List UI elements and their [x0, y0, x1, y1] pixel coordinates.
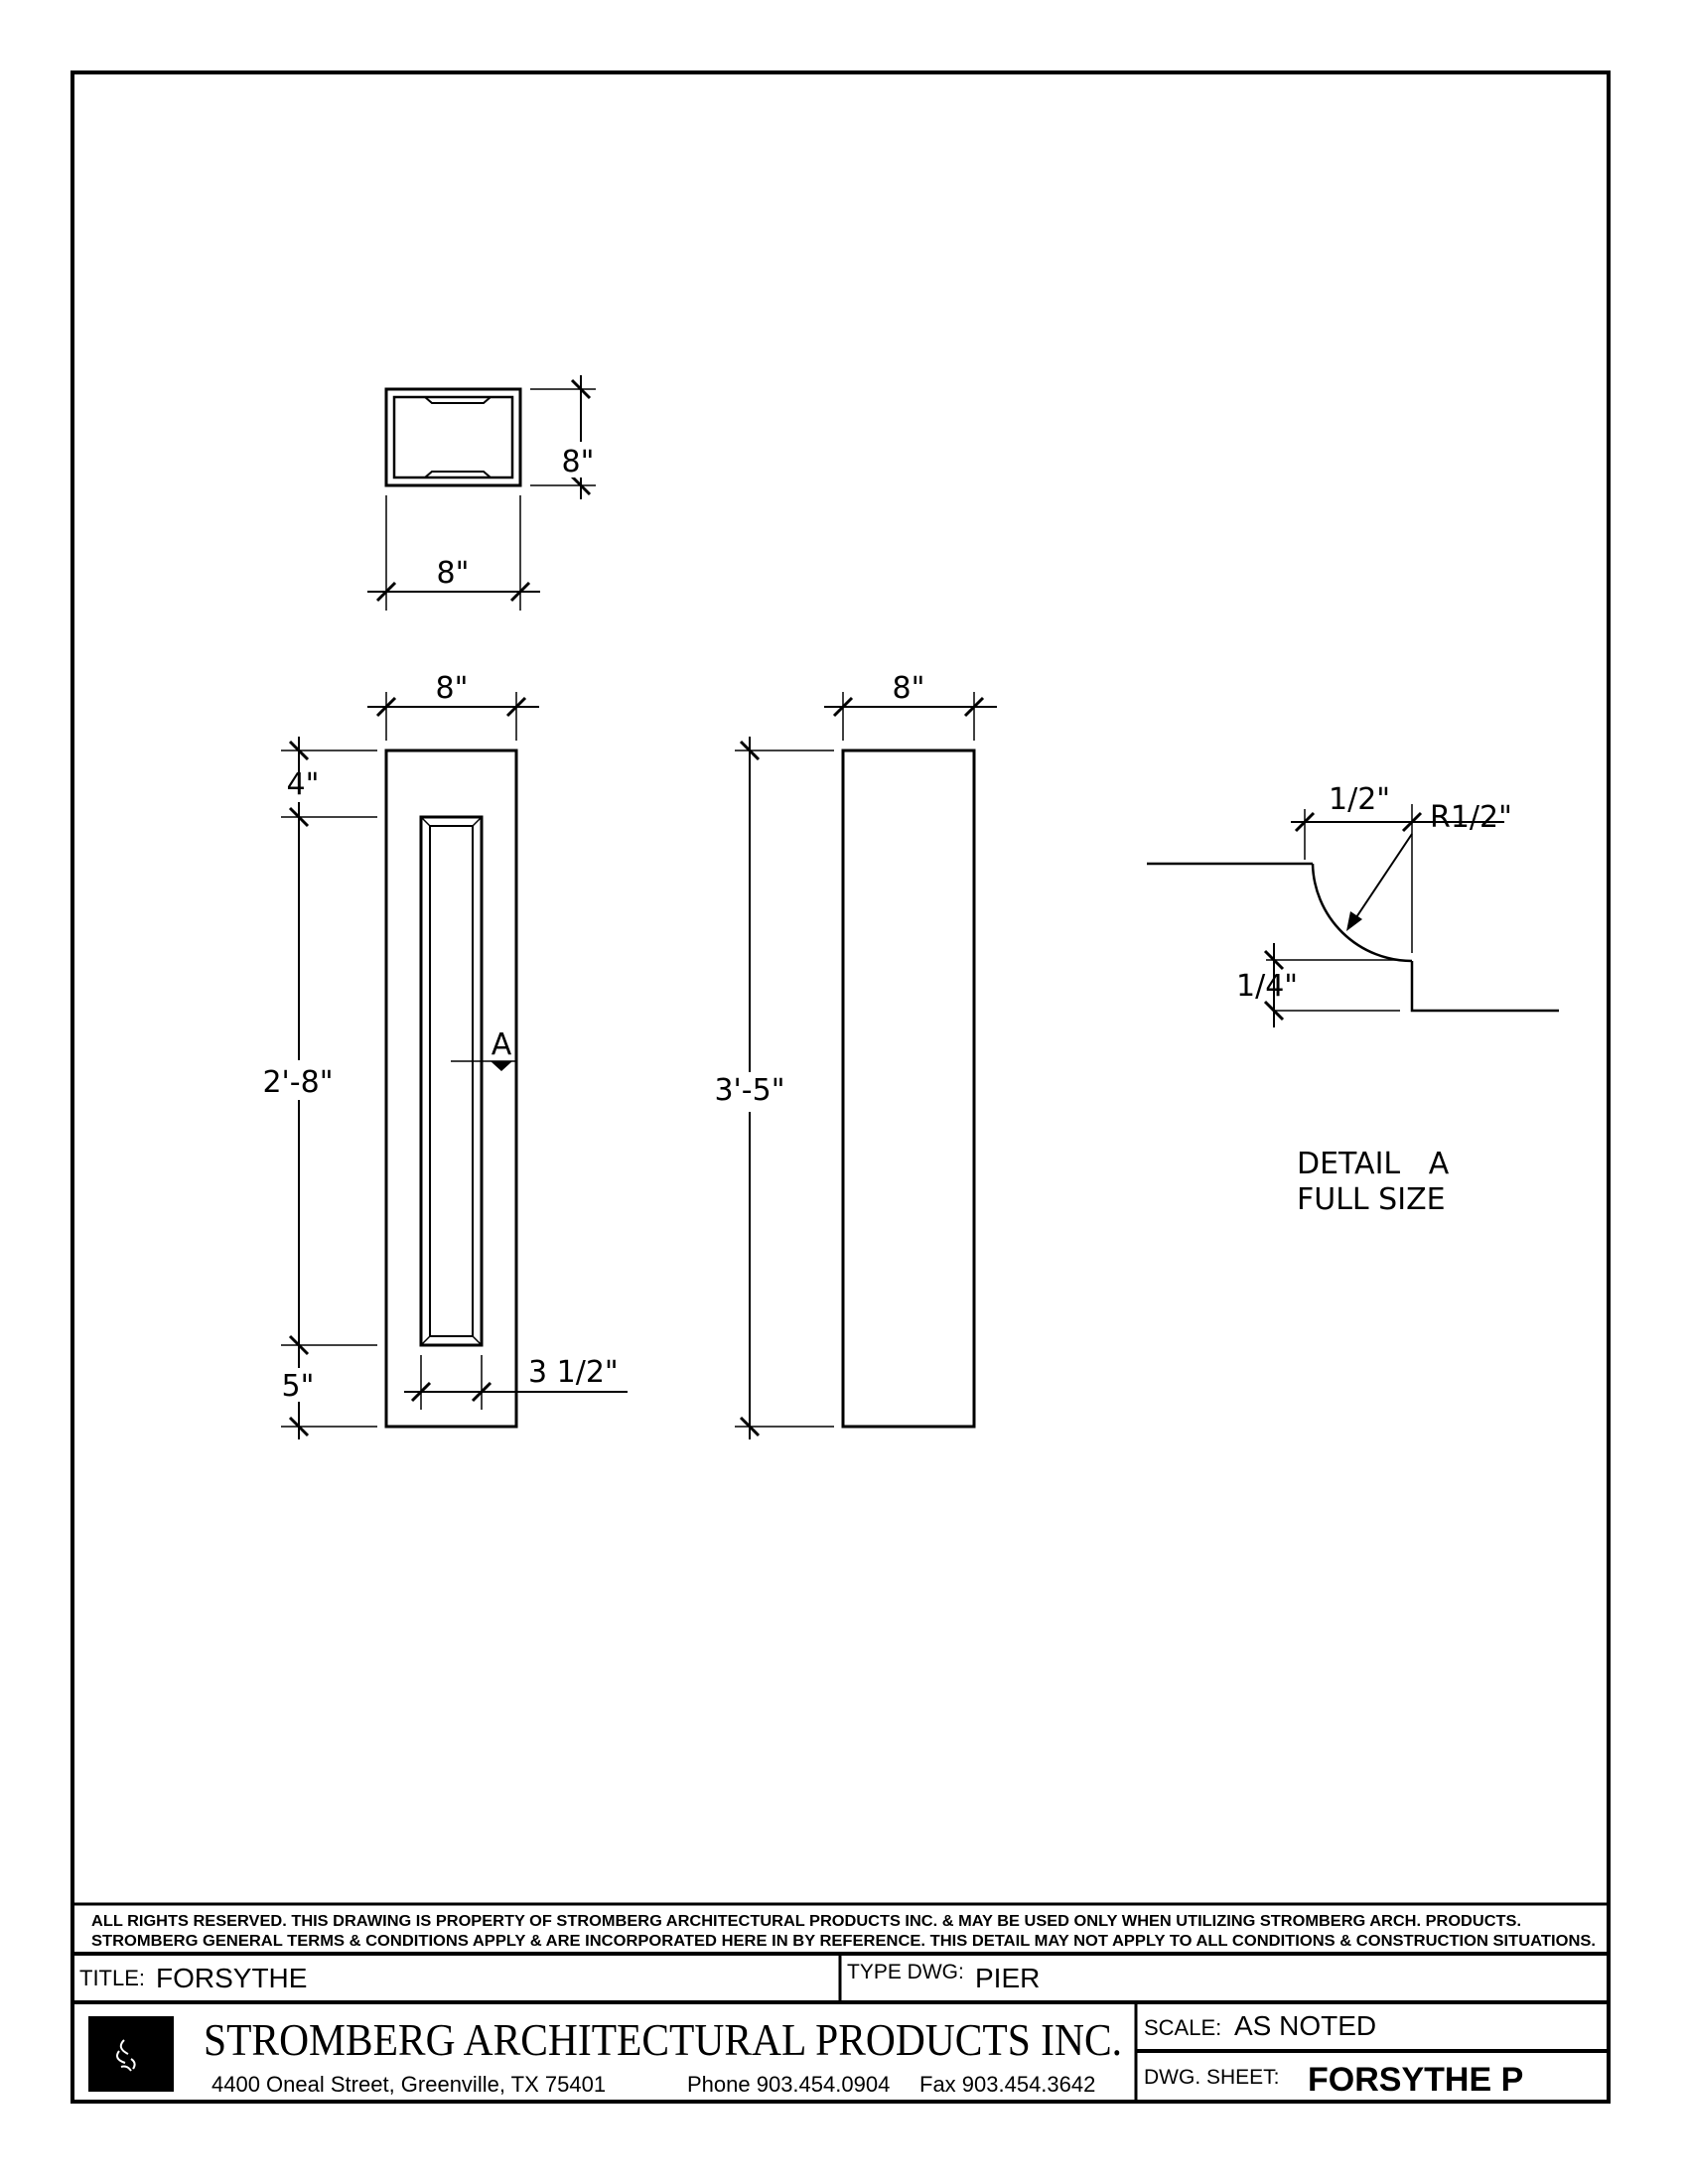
- panel-width-dim: 3 1/2": [528, 1355, 619, 1390]
- side-height-dim: 3'-5": [714, 1073, 784, 1108]
- front-width-dim: 8": [436, 671, 469, 706]
- scale-label: SCALE:: [1144, 2015, 1221, 2040]
- dwg-sheet-label: DWG. SHEET:: [1144, 2066, 1280, 2089]
- section-marker-a: A: [492, 1027, 512, 1062]
- dwg-sheet-value: FORSYTHE P: [1308, 2061, 1523, 2099]
- detail-title: DETAIL A: [1297, 1147, 1450, 1181]
- side-elevation: 8" 3'-5": [700, 671, 997, 1439]
- type-dwg-label: TYPE DWG:: [847, 1961, 964, 1983]
- panel-height-dim: 2'-8": [262, 1065, 333, 1100]
- detail-step-dim: 1/4": [1236, 969, 1298, 1004]
- company-phone: Phone 903.454.0904: [687, 2072, 890, 2097]
- plan-width-dim: 8": [437, 556, 470, 591]
- front-elevation: 8" 4" 2'-8" 5" 3 1/2" A: [253, 671, 628, 1439]
- plan-view: 8" 8": [367, 375, 601, 611]
- title-block: ALL RIGHTS RESERVED. THIS DRAWING IS PRO…: [72, 1902, 1609, 2102]
- detail-width-dim: 1/2": [1329, 782, 1390, 817]
- title-label: TITLE:: [79, 1966, 145, 1990]
- title-value: FORSYTHE: [156, 1963, 307, 1993]
- detail-a: 1/2" R1/2" 1/4" DETAIL A FULL SIZE: [1147, 782, 1559, 1217]
- sheet-border: [70, 70, 1611, 2104]
- detail-scale-note: FULL SIZE: [1297, 1182, 1446, 1217]
- disclaimer-line-1: ALL RIGHTS RESERVED. THIS DRAWING IS PRO…: [91, 1913, 1521, 1930]
- type-dwg-value: PIER: [975, 1963, 1040, 1993]
- company-fax: Fax 903.454.3642: [919, 2072, 1095, 2097]
- bottom-margin-dim: 5": [282, 1369, 315, 1404]
- company-address: 4400 Oneal Street, Greenville, TX 75401: [211, 2072, 606, 2097]
- side-width-dim: 8": [893, 671, 925, 706]
- top-margin-dim: 4": [287, 767, 320, 802]
- company-logo: [88, 2016, 174, 2092]
- company-name: STROMBERG ARCHITECTURAL PRODUCTS INC.: [204, 2014, 1122, 2065]
- detail-radius-dim: R1/2": [1430, 800, 1512, 835]
- plan-depth-dim: 8": [562, 445, 595, 479]
- disclaimer-line-2: STROMBERG GENERAL TERMS & CONDITIONS APP…: [91, 1933, 1596, 1950]
- scale-value: AS NOTED: [1234, 2010, 1376, 2041]
